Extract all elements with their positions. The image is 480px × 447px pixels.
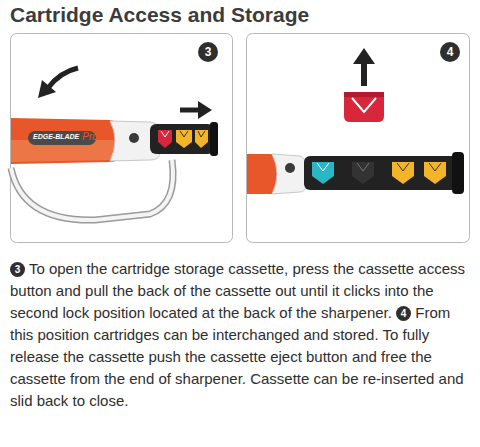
brand-logo: EDGE-BLADE	[33, 133, 79, 140]
panel-frame	[11, 34, 233, 243]
step-number: 3	[10, 262, 25, 277]
motion-arrows	[38, 68, 212, 119]
sharpener-right	[247, 92, 464, 194]
instructions: 3 To open the cartridge storage cassette…	[10, 258, 472, 412]
page-title: Cartridge Access and Storage	[10, 3, 309, 27]
panel-frame	[247, 34, 470, 243]
brand-logo: Pro	[82, 131, 98, 142]
step-number: 4	[396, 306, 411, 321]
callout-number: 4	[440, 42, 460, 62]
lift-arrow	[353, 48, 375, 86]
sharpener-left	[11, 118, 218, 220]
callout-number: 3	[198, 42, 218, 62]
